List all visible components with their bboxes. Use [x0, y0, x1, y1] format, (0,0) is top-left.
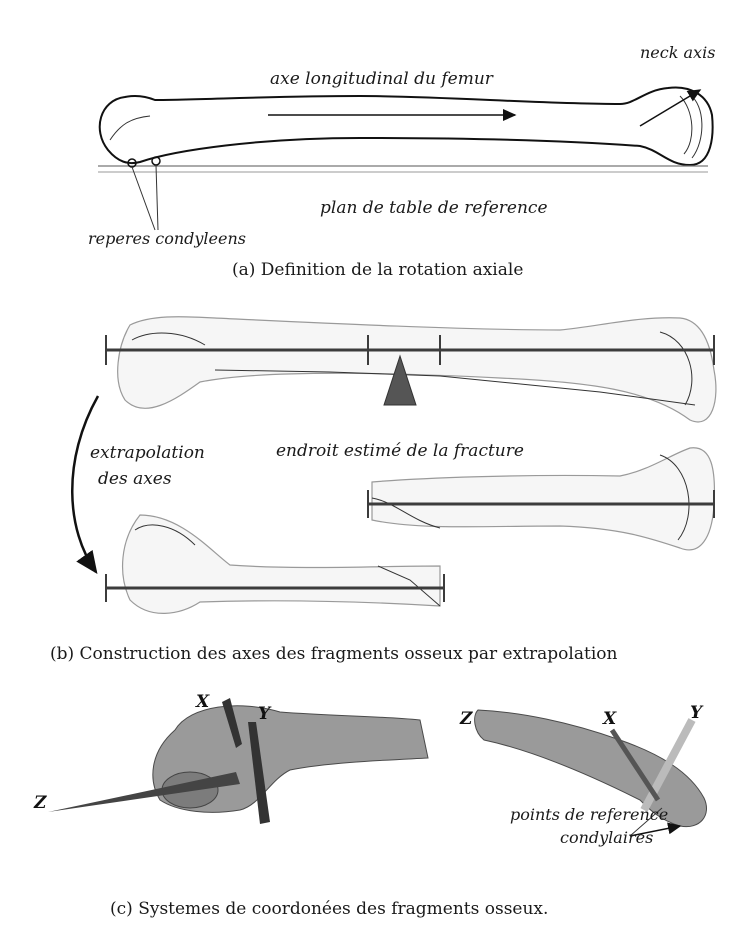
label-table-plane: plan de table de reference: [320, 198, 548, 218]
label-condyle-markers: reperes condyleens: [88, 229, 246, 248]
panel-c: X Y Z Z X Y points de reference condylai…: [33, 692, 707, 919]
panel-b: extrapolation des axes endroit estimé de…: [50, 317, 716, 664]
label-extrapolation-2: des axes: [98, 469, 172, 489]
label-reference-points-2: condylaires: [560, 828, 653, 847]
femur-full-image: [118, 317, 716, 422]
distal-fragment-image: [372, 448, 714, 550]
label-longitudinal-axis: axe longitudinal du femur: [270, 69, 494, 89]
label-fracture-location: endroit estimé de la fracture: [276, 441, 524, 461]
condyle-leader-1: [132, 167, 155, 230]
extrapolation-arrow: [72, 396, 98, 572]
caption-b: (b) Construction des axes des fragments …: [50, 644, 617, 664]
caption-c: (c) Systemes de coordonées des fragments…: [110, 899, 548, 919]
label-extrapolation-1: extrapolation: [90, 443, 205, 463]
condyle-leader-2: [156, 165, 158, 230]
caption-a: (a) Definition de la rotation axiale: [232, 260, 523, 280]
femur-head-curve-2: [680, 96, 692, 154]
label-neck-axis: neck axis: [640, 43, 715, 62]
left-axis-x-label: X: [195, 692, 210, 712]
right-axis-y-label: Y: [690, 703, 704, 723]
femur-outline: [100, 87, 713, 165]
left-axis-z-label: Z: [33, 793, 47, 813]
panel-a: axe longitudinal du femur neck axis plan…: [88, 43, 715, 280]
right-axis-x-label: X: [602, 709, 617, 729]
label-reference-points-1: points de reference: [510, 805, 668, 824]
femur-inner-line: [110, 116, 150, 140]
left-axis-y-label: Y: [258, 704, 272, 724]
right-axis-z-label: Z: [459, 709, 473, 729]
proximal-fragment-image: [123, 515, 440, 613]
